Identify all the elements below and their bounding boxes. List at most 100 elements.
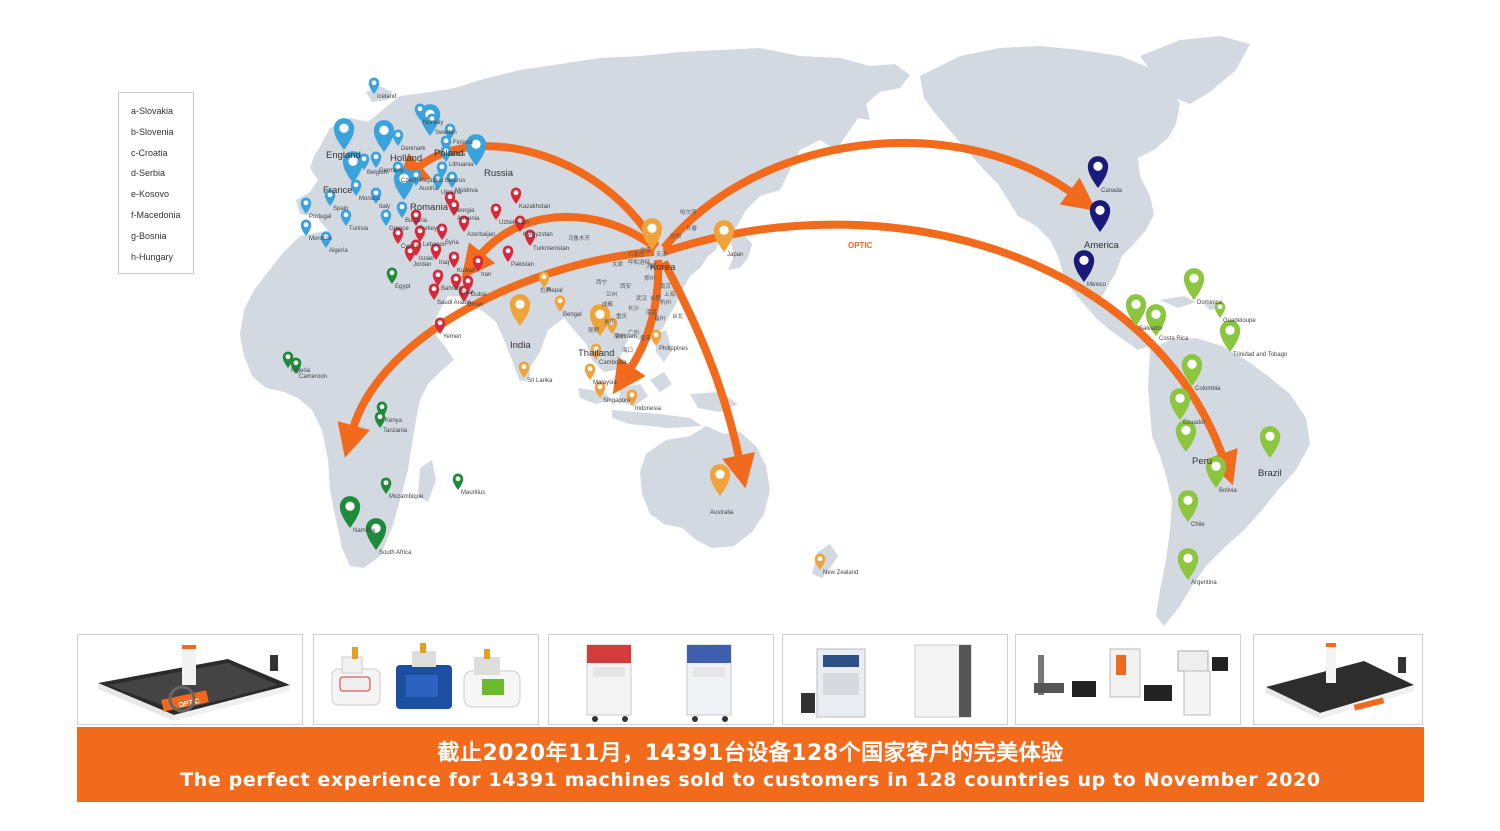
map-pin-icon	[514, 215, 526, 232]
svg-text:OPTIC: OPTIC	[178, 698, 200, 709]
country-label: Namibia	[353, 528, 376, 534]
country-label: Morocco	[309, 236, 333, 242]
country-label: Thailand	[578, 348, 614, 359]
china-city-label: 长沙	[628, 304, 640, 312]
china-city-label: 呼和浩特	[628, 258, 651, 266]
country-label: Israel	[419, 256, 434, 262]
country-markers	[282, 77, 1281, 580]
map-pin-icon	[509, 294, 531, 326]
map-pin-icon	[350, 179, 362, 196]
country-label: Cyprus	[401, 244, 420, 250]
country-label: England	[326, 150, 361, 161]
product-sheet-cutting-machine[interactable]	[1253, 634, 1423, 725]
map-brand-label: OPTIC	[848, 241, 873, 250]
legend-item: g-Bosnia	[131, 230, 167, 241]
china-city-label: 兰州	[606, 290, 617, 298]
map-pin-icon	[340, 209, 352, 226]
country-label: Bengal	[563, 312, 582, 318]
map-pin-icon	[414, 225, 426, 242]
map-pin-icon	[1183, 268, 1205, 300]
country-label: Nepal	[547, 288, 563, 294]
map-pin-icon	[1169, 388, 1191, 420]
arrow-to-middle-east	[461, 212, 659, 280]
country-label: Bahrain	[441, 286, 462, 292]
map-pin-icon	[510, 187, 522, 204]
china-city-label: 成都	[602, 300, 614, 308]
map-pin-icon	[436, 223, 448, 240]
map-pin-icon	[392, 129, 404, 146]
arrow-to-south-america	[662, 220, 1238, 486]
country-label: Iraq	[439, 260, 449, 266]
country-label: Lebanon	[423, 242, 446, 248]
country-label: Korea	[650, 262, 676, 273]
map-pin-icon	[814, 553, 826, 570]
map-pin-icon	[358, 153, 370, 170]
south-america-landmass	[1148, 338, 1310, 626]
country-label: Czech Republic	[401, 178, 443, 184]
china-city-labels: 哈尔滨长春沈阳乌鲁木齐北京天津石家庄太原呼和浩特济南郑州西安西宁兰州拉萨成都重庆…	[540, 208, 698, 354]
map-pin-icon	[606, 317, 618, 334]
country-label: Moldova	[455, 188, 478, 194]
map-pin-icon	[472, 255, 484, 272]
product-laser-welding-machines[interactable]	[313, 634, 539, 725]
map-pin-icon	[490, 203, 502, 220]
country-label: South Africa	[379, 550, 412, 556]
china-city-label: 武汉	[636, 294, 648, 302]
product-laser-cleaning-machines[interactable]	[782, 634, 1008, 725]
country-label: Bulgaria	[405, 218, 428, 224]
product-tube-cutting-machine[interactable]: OPTIC	[77, 634, 303, 725]
north-america-landmass	[920, 46, 1180, 350]
map-pin-icon	[538, 271, 550, 288]
product-laser-marking-machines[interactable]	[1015, 634, 1241, 725]
country-label: Monaco	[359, 196, 381, 202]
legend-item: c-Croatia	[131, 147, 168, 158]
cleaning-machines-image	[801, 644, 972, 718]
map-pin-icon	[414, 103, 426, 120]
country-label: Mauritius	[461, 490, 485, 496]
china-city-label: 天津	[656, 251, 668, 258]
country-label: Ukraine	[441, 190, 462, 196]
china-city-label: 济南	[646, 262, 658, 270]
legend-item: d-Serbia	[131, 168, 166, 179]
china-city-label: 台北	[672, 312, 684, 320]
country-label: Cambodia	[599, 360, 627, 366]
map-pin-icon	[641, 218, 663, 250]
map-pin-icon	[1089, 200, 1111, 232]
country-label: Trinidad and Tobago	[1233, 352, 1288, 358]
map-pin-icon	[342, 151, 364, 183]
china-city-label: 重庆	[616, 312, 628, 320]
country-label: Mexico	[1087, 282, 1107, 288]
country-label: Spain	[333, 206, 348, 212]
china-city-label: 杭州	[660, 298, 671, 306]
china-city-label: 上海	[664, 290, 676, 298]
country-label: Mozambique	[389, 494, 424, 500]
china-city-label: 西宁	[596, 278, 608, 286]
legend-item: a-Slovakia	[131, 106, 174, 116]
china-city-label: 石家庄	[628, 250, 645, 258]
country-label: Denmark	[401, 146, 426, 152]
country-label: France	[323, 185, 353, 196]
china-city-label: 南宁	[614, 332, 626, 340]
china-city-label: 昆明	[588, 327, 600, 334]
australia-landmass	[640, 426, 770, 548]
country-label: Lithuania	[449, 162, 474, 168]
country-label: Bolivia	[1219, 488, 1237, 494]
legend-item: b-Slovenia	[131, 126, 174, 137]
country-label: Kenya	[385, 418, 403, 424]
country-label: Singapore	[603, 398, 631, 404]
map-pin-icon	[594, 381, 606, 398]
map-pin-icon	[365, 518, 387, 550]
country-label: Saudi Arabia	[437, 300, 472, 306]
map-pin-icon	[282, 351, 294, 368]
summary-banner: 截止2020年11月，14391台设备128个国家客户的完美体验 The per…	[77, 727, 1424, 802]
china-city-label: 北京	[640, 246, 652, 254]
country-legend: a-Slovakia b-Slovenia c-Croatia d-Serbia…	[118, 92, 194, 274]
product-handheld-welding-machines[interactable]	[548, 634, 774, 725]
map-pin-icon	[589, 304, 611, 336]
country-label: Argentina	[1191, 580, 1217, 586]
country-label: Greece	[389, 226, 409, 232]
map-pin-icon	[392, 161, 404, 178]
map-pin-icon	[1177, 490, 1199, 522]
map-pin-icon	[1087, 156, 1109, 188]
